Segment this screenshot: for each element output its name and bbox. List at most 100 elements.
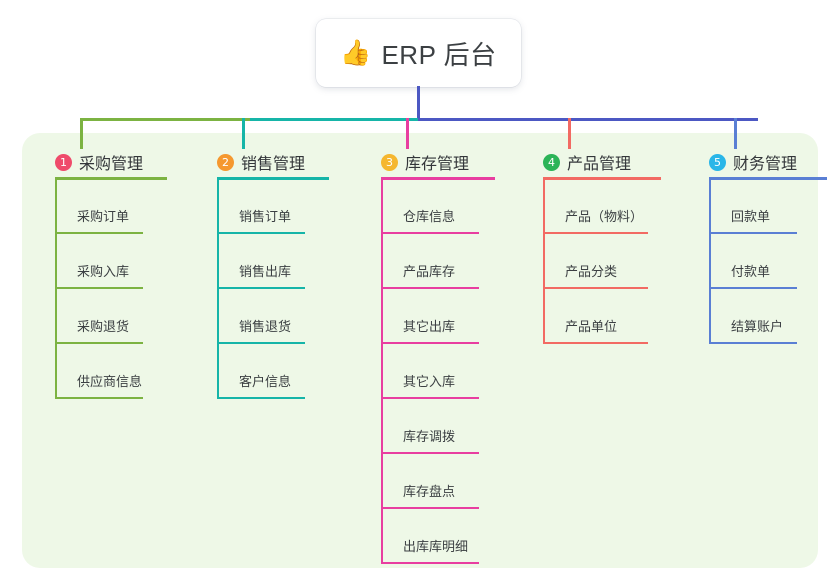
leaf-item[interactable]: 产品单位	[543, 289, 648, 344]
leaf-item-rule	[709, 232, 797, 234]
leaf-item-label: 付款单	[731, 264, 771, 279]
leaf-item-label: 销售退货	[239, 319, 292, 334]
leaf-item[interactable]: 采购入库	[55, 234, 143, 289]
leaf-item-label: 库存盘点	[403, 484, 456, 499]
leaf-item-rule	[381, 397, 479, 399]
column-index-badge: 1	[55, 153, 72, 171]
column-spine	[55, 179, 57, 399]
leaf-item-rule	[381, 232, 479, 234]
column-items-5: 回款单付款单结算账户	[709, 179, 839, 344]
leaf-item-label: 采购入库	[77, 264, 130, 279]
leaf-item-label: 供应商信息	[77, 374, 143, 389]
leaf-item-rule	[217, 342, 305, 344]
leaf-item-label: 采购订单	[77, 209, 130, 224]
column-items-3: 仓库信息产品库存其它出库其它入库库存调拨库存盘点出库库明细	[381, 179, 531, 564]
column-header-2[interactable]: 2 销售管理	[198, 145, 348, 180]
leaf-item[interactable]: 供应商信息	[55, 344, 143, 399]
column-title: 库存管理	[405, 156, 470, 173]
leaf-item[interactable]: 出库库明细	[381, 509, 479, 564]
leaf-item-label: 结算账户	[731, 319, 784, 334]
leaf-item[interactable]: 产品（物料）	[543, 179, 648, 234]
leaf-item-rule	[381, 507, 479, 509]
leaf-item-label: 仓库信息	[403, 209, 456, 224]
column-title-rule	[709, 177, 827, 180]
leaf-item-label: 库存调拨	[403, 429, 456, 444]
column-items-2: 销售订单销售出库销售退货客户信息	[217, 179, 367, 399]
root-node-label: ERP 后台	[381, 39, 497, 70]
column-4: 4 产品管理产品（物料） 产品分类产品单位	[524, 145, 674, 344]
leaf-item-rule	[543, 287, 648, 289]
column-stub-2	[242, 118, 245, 149]
column-spine	[709, 179, 711, 344]
leaf-item[interactable]: 销售退货	[217, 289, 305, 344]
column-header-5[interactable]: 5 财务管理	[690, 145, 839, 180]
leaf-item-label: 出库库明细	[403, 539, 469, 554]
leaf-item[interactable]: 库存调拨	[381, 399, 479, 454]
bus-segment-3	[418, 118, 758, 121]
column-title: 财务管理	[733, 156, 798, 173]
column-spine	[217, 179, 219, 399]
bus-segment-2	[250, 118, 418, 121]
column-title: 产品管理	[567, 156, 632, 173]
leaf-item[interactable]: 回款单	[709, 179, 797, 234]
column-header-3[interactable]: 3 库存管理	[362, 145, 512, 180]
leaf-item[interactable]: 产品库存	[381, 234, 479, 289]
leaf-item-rule	[55, 342, 143, 344]
leaf-item[interactable]: 结算账户	[709, 289, 797, 344]
column-stub-3	[406, 118, 409, 149]
leaf-item-label: 产品单位	[565, 319, 618, 334]
leaf-item-rule	[709, 342, 797, 344]
column-spine	[543, 179, 545, 344]
column-title-rule	[381, 177, 495, 180]
bus-segment-1	[80, 118, 250, 121]
leaf-item[interactable]: 其它入库	[381, 344, 479, 399]
leaf-item-label: 产品分类	[565, 264, 618, 279]
column-index-badge: 5	[709, 153, 726, 171]
column-items-4: 产品（物料） 产品分类产品单位	[543, 179, 693, 344]
column-stub-1	[80, 118, 83, 149]
leaf-item-label: 其它入库	[403, 374, 456, 389]
column-5: 5 财务管理回款单付款单结算账户	[690, 145, 839, 344]
leaf-item-label: 采购退货	[77, 319, 130, 334]
leaf-item-rule	[709, 287, 797, 289]
column-title: 采购管理	[79, 156, 144, 173]
leaf-item[interactable]: 其它出库	[381, 289, 479, 344]
column-header-1[interactable]: 1 采购管理	[36, 145, 186, 180]
leaf-item-rule	[381, 452, 479, 454]
leaf-item-rule	[55, 232, 143, 234]
column-header-4[interactable]: 4 产品管理	[524, 145, 674, 180]
leaf-item[interactable]: 采购退货	[55, 289, 143, 344]
root-node[interactable]: 👍 ERP 后台	[316, 19, 521, 87]
leaf-item[interactable]: 采购订单	[55, 179, 143, 234]
leaf-item-rule	[381, 342, 479, 344]
leaf-item-rule	[217, 287, 305, 289]
column-title-rule	[55, 177, 167, 180]
column-spine	[381, 179, 383, 564]
root-stem	[417, 86, 420, 121]
leaf-item[interactable]: 销售出库	[217, 234, 305, 289]
thumbs-up-icon: 👍	[340, 38, 372, 67]
column-stub-4	[568, 118, 571, 149]
leaf-item[interactable]: 仓库信息	[381, 179, 479, 234]
leaf-item[interactable]: 客户信息	[217, 344, 305, 399]
leaf-item-label: 销售出库	[239, 264, 292, 279]
leaf-item-rule	[55, 287, 143, 289]
leaf-item[interactable]: 付款单	[709, 234, 797, 289]
column-title-rule	[217, 177, 329, 180]
leaf-item-rule	[55, 397, 143, 399]
leaf-item[interactable]: 库存盘点	[381, 454, 479, 509]
column-index-badge: 3	[381, 153, 398, 171]
column-items-1: 采购订单采购入库采购退货供应商信息	[55, 179, 205, 399]
column-index-badge: 2	[217, 153, 234, 171]
leaf-item[interactable]: 销售订单	[217, 179, 305, 234]
leaf-item-rule	[381, 287, 479, 289]
column-index-badge: 4	[543, 153, 560, 171]
column-2: 2 销售管理销售订单销售出库销售退货客户信息	[198, 145, 348, 399]
column-title-rule	[543, 177, 661, 180]
column-title: 销售管理	[241, 156, 306, 173]
leaf-item-label: 产品（物料）	[565, 209, 644, 224]
leaf-item[interactable]: 产品分类	[543, 234, 648, 289]
leaf-item-rule	[381, 562, 479, 564]
leaf-item-label: 其它出库	[403, 319, 456, 334]
